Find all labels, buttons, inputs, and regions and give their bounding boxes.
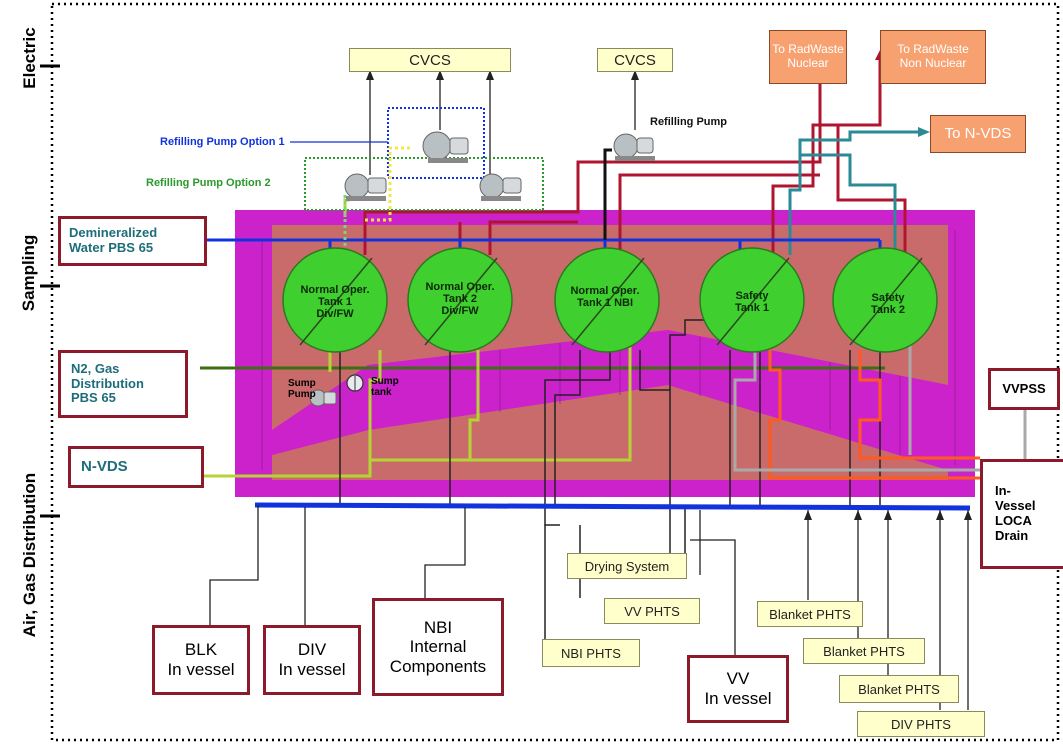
pump-option2-left — [344, 173, 387, 201]
cvcs-arrows — [366, 70, 639, 80]
box-demineralized-water: Demineralized Water PBS 65 — [58, 216, 207, 266]
label-refilling-option1: Refilling Pump Option 1 — [160, 136, 285, 148]
cvcs-box-right: CVCS — [597, 48, 673, 72]
pipes-teal — [788, 130, 918, 255]
tank-1 — [282, 247, 388, 353]
pipes-orange — [768, 350, 980, 480]
label-sump-tank: Sump tank — [371, 376, 399, 398]
box-nbi-phts: NBI PHTS — [542, 639, 640, 667]
box-drying-system: Drying System — [567, 553, 687, 579]
box-radwaste-non-nuclear: To RadWaste Non Nuclear — [880, 30, 986, 84]
box-radwaste-nuclear: To RadWaste Nuclear — [769, 30, 847, 84]
arrow-to-nvds — [918, 127, 930, 137]
pump-option1 — [422, 131, 469, 163]
tank-5 — [832, 247, 938, 353]
pump-refilling — [613, 133, 655, 161]
tank-label-1: Normal Oper. Tank 1 Div/FW — [300, 284, 370, 321]
pumps — [309, 131, 655, 407]
tank-label-4: Safety Tank 1 — [734, 290, 770, 315]
box-n2-gas: N2, Gas Distribution PBS 65 — [58, 350, 188, 418]
label-sump-pump: Sump Pump — [288, 378, 316, 400]
label-refilling-pump: Refilling Pump — [650, 116, 727, 128]
main-collector-line — [254, 502, 971, 511]
side-label-electric: Electric — [20, 27, 39, 89]
box-to-nvds: To N-VDS — [930, 115, 1026, 153]
box-blanket-phts-3: Blanket PHTS — [839, 675, 959, 703]
box-in-vessel-loca: In- Vessel LOCA Drain — [980, 459, 1063, 569]
pipe-yellow-dotted — [365, 146, 410, 222]
refilling-option1-box — [387, 107, 485, 179]
box-nbi-internal: NBI Internal Components — [372, 598, 504, 696]
side-label-sampling: Sampling — [19, 234, 38, 312]
pipes-drain — [339, 319, 881, 640]
box-vv-phts: VV PHTS — [604, 598, 700, 624]
box-vv-in-vessel: VV In vessel — [687, 655, 789, 723]
box-blanket-phts-2: Blanket PHTS — [803, 638, 925, 664]
box-div-in-vessel: DIV In vessel — [263, 625, 361, 695]
refilling-option2-box — [304, 157, 544, 211]
box-blk-in-vessel: BLK In vessel — [152, 625, 250, 695]
pipes-lime — [200, 198, 632, 478]
pipe-refilling-pump — [603, 148, 612, 240]
label-refilling-option2: Refilling Pump Option 2 — [146, 177, 271, 189]
building-right-wall — [948, 225, 975, 470]
sump-tank-symbol — [346, 374, 364, 392]
box-blanket-phts-1: Blanket PHTS — [757, 601, 863, 627]
tank-label-5: Safety Tank 2 — [870, 292, 906, 317]
collector-arrows — [804, 510, 972, 520]
building-slab — [272, 330, 948, 470]
box-vvpss: VVPSS — [988, 368, 1060, 410]
building-interior-lower — [272, 385, 948, 480]
pipes-cvcs — [369, 75, 636, 175]
tank-4 — [699, 247, 805, 353]
box-nvds-left: N-VDS — [68, 446, 204, 488]
box-div-phts: DIV PHTS — [857, 711, 985, 737]
tank-3 — [554, 247, 660, 353]
side-label-air-gas: Air, Gas Distribution — [20, 472, 39, 638]
pump-sump — [309, 389, 337, 407]
tanks — [282, 247, 938, 353]
pump-option2-right — [479, 173, 522, 201]
tank-label-3: Normal Oper. Tank 1 NBI — [570, 285, 640, 310]
tank-2 — [407, 247, 513, 353]
tank-label-2: Normal Oper. Tank 2 Div/FW — [425, 281, 495, 318]
cvcs-box-left: CVCS — [349, 48, 511, 72]
